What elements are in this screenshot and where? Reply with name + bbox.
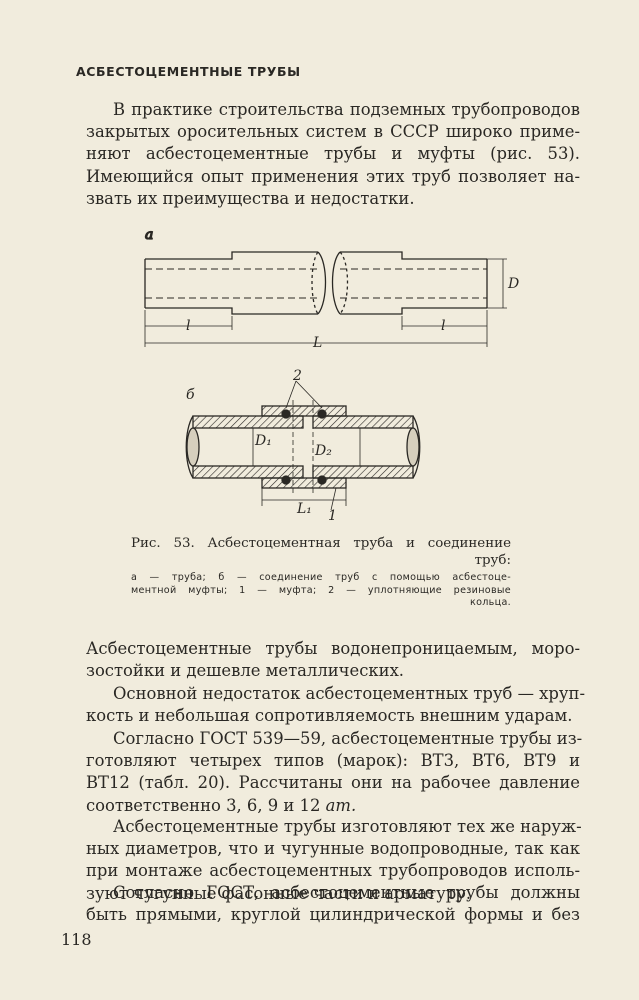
text-line: няют асбестоцементные трубы и муфты (рис…	[86, 144, 580, 164]
text-line: В практике строительства подземных трубо…	[113, 100, 580, 119]
body-paragraph-4: Асбестоцементные трубы изготовляют тех ж…	[86, 816, 582, 905]
dim-l-right: l	[441, 318, 445, 334]
dim-D1: D₁	[254, 433, 272, 449]
text-line: соответственно 3, 6, 9 и 12 ат.	[86, 795, 580, 817]
text-line: ВТ12 (табл. 20). Рассчитаны они на рабоч…	[86, 773, 580, 793]
text-line: зуют чугунные фасонные части и арматуру.	[86, 883, 472, 903]
text-fragment: соответственно 3, 6, 9 и 12	[86, 795, 321, 815]
text-line: закрытых оросительных систем в СССР широ…	[86, 122, 580, 142]
caption-line: труб:	[474, 552, 511, 568]
dim-L: L	[312, 335, 322, 351]
pipe-drawing-b: б	[185, 368, 421, 524]
caption-legend-line: ментной муфты; 1 — муфта; 2 — уплотняющи…	[131, 584, 511, 596]
text-line: при монтаже асбестоцементных трубопровод…	[86, 861, 580, 881]
figure-label-a: а	[145, 227, 153, 243]
caption-line: Рис. 53. Асбестоцементная труба и соедин…	[131, 536, 511, 551]
caption-legend-line: а — труба; б — соединение труб с помощью…	[131, 572, 511, 583]
text-line: Основной недостаток асбестоцементных тру…	[113, 684, 586, 703]
body-paragraph-2: Основной недостаток асбестоцементных тру…	[86, 683, 586, 727]
text-line: Имеющийся опыт применения этих труб позв…	[86, 166, 580, 186]
dim-L1: L₁	[296, 501, 312, 517]
pipe-drawing-a: а	[144, 226, 507, 347]
text-line: зостойки и дешевле металлических.	[86, 661, 405, 681]
text-line: звать их преимущества и недостатки.	[86, 188, 415, 208]
page-number: 118	[61, 930, 92, 949]
text-line: Асбестоцементные трубы водонепроницаемым…	[86, 639, 580, 658]
text-line: Асбестоцементные трубы изготовляют тех ж…	[113, 817, 582, 836]
text-line: ных диаметров, что и чугунные водопровод…	[86, 839, 580, 859]
text-line: Согласно ГОСТ 539—59, асбестоцементные т…	[113, 729, 583, 748]
pipe-figure: а l l L D б	[144, 226, 519, 524]
callout-2: 2	[292, 368, 302, 384]
body-paragraph-5: Согласно ГОСТ, асбестоцементные трубы до…	[86, 882, 580, 926]
dim-l-left: l	[186, 318, 190, 334]
section-heading: АСБЕСТОЦЕМЕНТНЫЕ ТРУБЫ	[76, 64, 301, 79]
text-line: готовляют четырех типов (марок): ВТ3, ВТ…	[86, 751, 580, 771]
intro-paragraph: В практике строительства подземных трубо…	[86, 99, 580, 210]
body-paragraph-3: Согласно ГОСТ 539—59, асбестоцементные т…	[86, 728, 583, 817]
figure-caption-legend: а — труба; б — соединение труб с помощью…	[131, 572, 511, 610]
callout-1: 1	[328, 508, 337, 524]
caption-legend-line: кольца.	[469, 597, 511, 608]
text-line: кость и небольшая сопротивляемость внешн…	[86, 706, 573, 726]
text-line: быть прямыми, круглой цилиндрической фор…	[86, 905, 580, 925]
dim-D2: D₂	[314, 443, 332, 459]
dim-D: D	[507, 276, 519, 292]
body-paragraph-1: Асбестоцементные трубы водонепроницаемым…	[86, 638, 580, 682]
figure-label-b: б	[186, 387, 195, 403]
figure-caption-title: Рис. 53. Асбестоцементная труба и соедин…	[131, 536, 511, 569]
text-line: Согласно ГОСТ, асбестоцементные трубы до…	[113, 883, 580, 902]
pressure-unit: ат.	[325, 795, 357, 815]
